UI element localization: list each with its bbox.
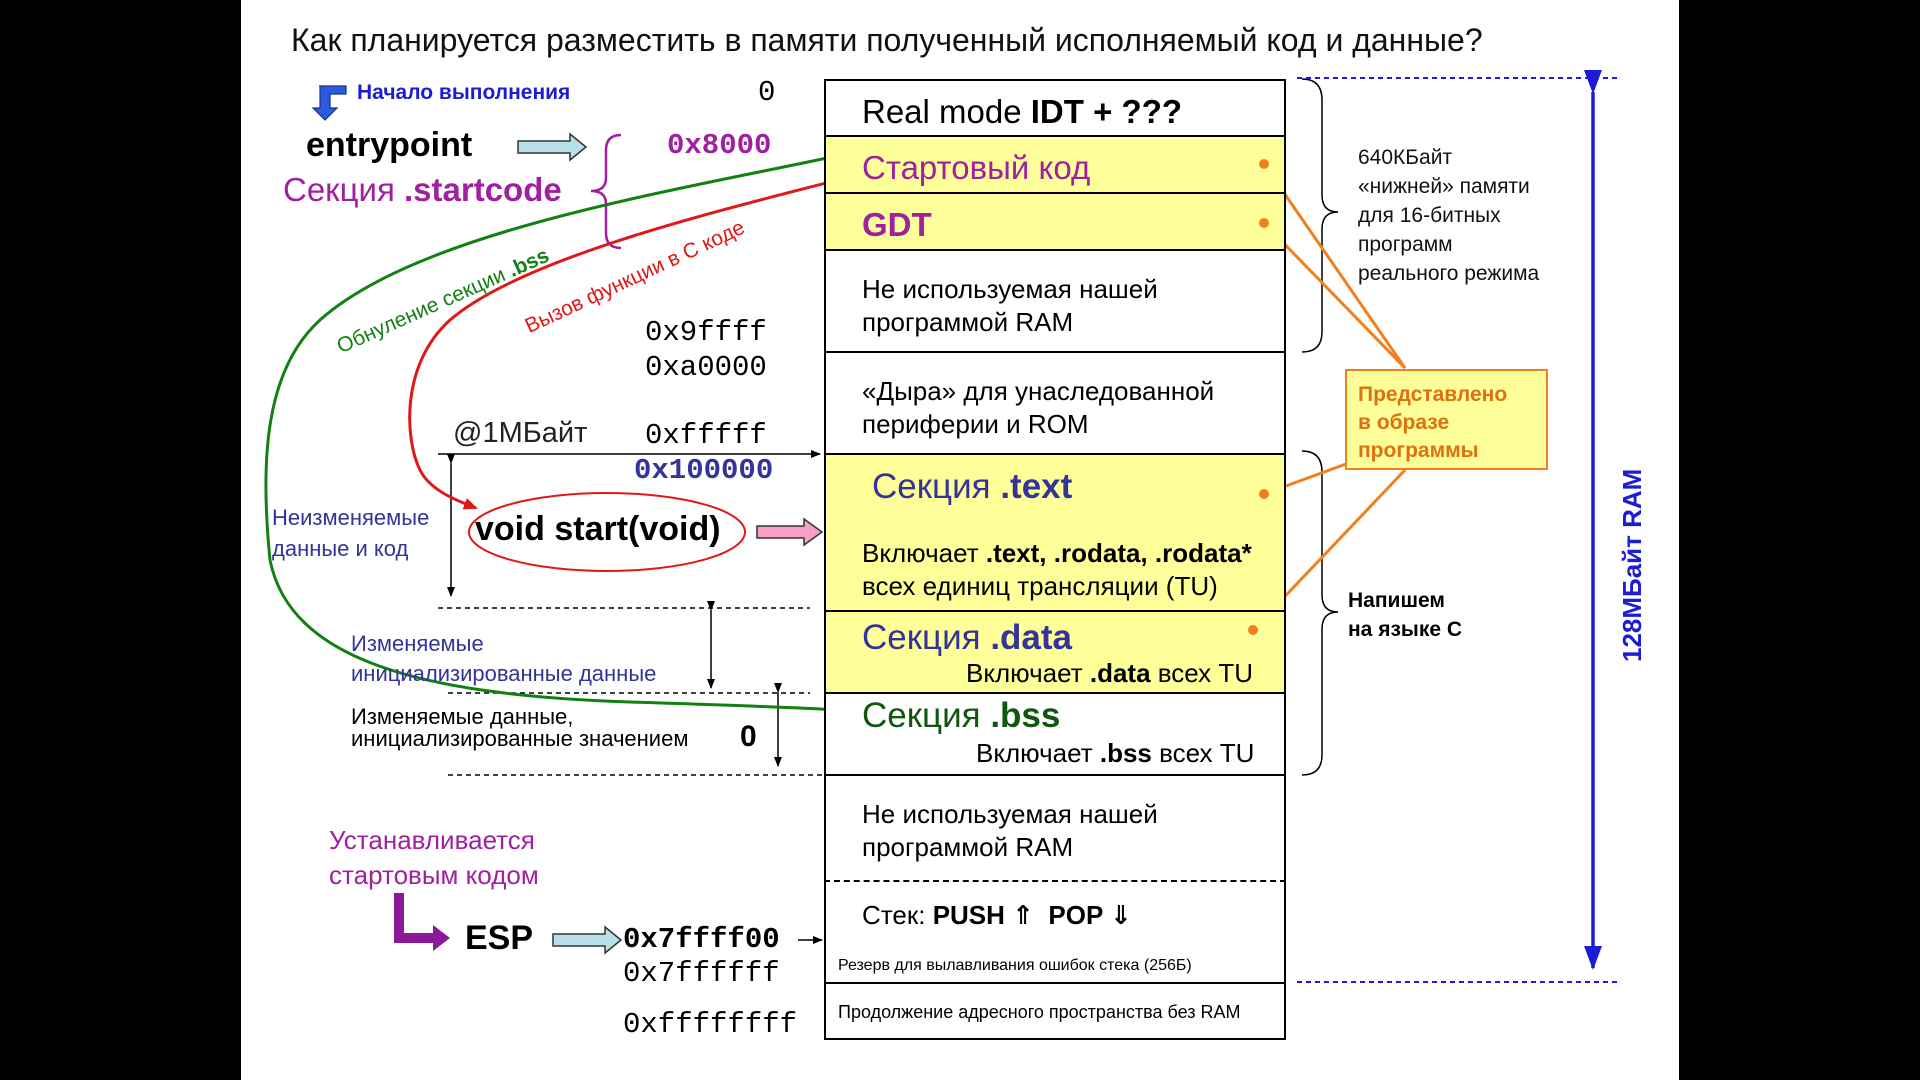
zero-value-label: 0 [740, 720, 757, 753]
cell-data-section: Секция .data Включает .data всех TU [824, 610, 1286, 694]
cell-stack: Стек: PUSH ⇑ POP ⇓ [824, 880, 1286, 946]
startcode-section-label: Секция .startcode [283, 171, 562, 208]
in-image-box [1345, 369, 1548, 470]
bss-zero-curve [264, 152, 847, 716]
call-c-curve [408, 176, 847, 510]
cell-real-mode-idt: Real mode IDT + ??? [824, 79, 1286, 137]
slide-title: Как планируется разместить в памяти полу… [291, 22, 1483, 58]
cell-text-section: Секция .text Включает .text, .rodata, .r… [824, 453, 1286, 612]
write-c-label: Напишем на языке С [1348, 589, 1463, 641]
brace-write-c [1301, 450, 1339, 776]
void-start-label: void start(void) [475, 510, 721, 548]
cell-unused-high: Не используемая нашей программой RAM [824, 774, 1286, 882]
dot-data [1248, 625, 1258, 635]
address-0x8000: 0x8000 [667, 129, 772, 162]
address-0x7ffff00: 0x7ffff00 [623, 923, 780, 956]
entrypoint-label: entrypoint [306, 126, 473, 164]
set-by-startcode-label: Устанавливается стартовым кодом [329, 825, 539, 890]
mutable-zero-label-2: инициализированные значением [351, 726, 689, 751]
entrypoint-arrow [517, 132, 588, 162]
address-0xffffffff: 0xffffffff [623, 1008, 798, 1041]
esp-bent-arrow [394, 893, 450, 951]
cell-stack-reserve: Резерв для вылавливания ошибок стека (25… [824, 944, 1286, 984]
start-exec-label: Начало выполнения [357, 81, 571, 104]
address-0x9ffff: 0x9ffff [645, 316, 767, 349]
address-0xfffff: 0xfffff [645, 419, 767, 452]
ram-total-label: 128МБайт RAM [1617, 468, 1647, 662]
start-exec-bent-arrow [311, 85, 347, 121]
esp-label: ESP [465, 919, 534, 957]
address-0x7ffffff: 0x7ffffff [623, 957, 780, 990]
brace-startcode [590, 133, 622, 250]
cell-gdt: GDT [824, 192, 1286, 251]
void-start-ellipse [468, 492, 746, 572]
cell-hole: «Дыра» для унаследованной периферии и RO… [824, 351, 1286, 455]
address-0x100000: 0x100000 [634, 454, 774, 487]
cell-bss-section: Секция .bss Включает .bss всех TU [824, 692, 1286, 776]
dot-gdt [1259, 218, 1269, 228]
esp-arrow [552, 925, 623, 955]
void-start-arrow [756, 517, 824, 547]
brace-lower-memory [1301, 78, 1339, 353]
lower-memory-label: 640КБайт «нижней» памяти для 16-битных п… [1358, 146, 1540, 285]
dot-text [1259, 489, 1269, 499]
mutable-init-label: Изменяемые инициализированные данные [351, 631, 657, 686]
one-mb-label: @1МБайт [453, 417, 588, 449]
cell-startcode: Стартовый код [824, 135, 1286, 194]
cell-no-ram: Продолжение адресного пространства без R… [824, 982, 1286, 1040]
in-image-label: Представлено в образе программы [1358, 383, 1508, 462]
address-0: 0 [758, 76, 776, 109]
address-0xa0000: 0xa0000 [645, 351, 767, 384]
mutable-zero-label-1: Изменяемые данные, [351, 704, 574, 729]
cell-unused-low: Не используемая нашей программой RAM [824, 249, 1286, 353]
dot-startcode [1259, 159, 1269, 169]
immutable-label: Неизменяемые данные и код [272, 505, 430, 561]
